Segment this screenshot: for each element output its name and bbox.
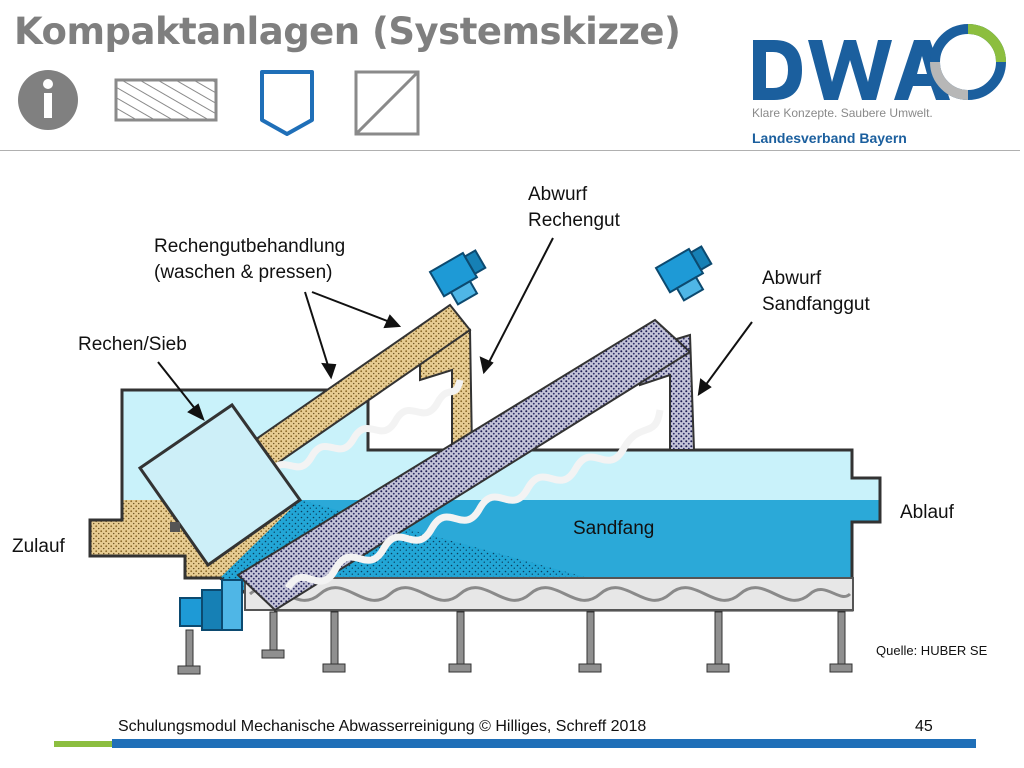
logo-tagline: Klare Konzepte. Saubere Umwelt. (752, 106, 933, 120)
support-legs (177, 611, 853, 675)
label-zulauf: Zulauf (12, 536, 65, 557)
footer-text: Schulungsmodul Mechanische Abwasserreini… (118, 718, 647, 735)
diagonal-square-icon (354, 70, 420, 136)
hatched-rectangle-icon (114, 78, 218, 122)
shield-icon (260, 70, 314, 136)
page-number: 45 (915, 718, 933, 735)
header-divider (0, 150, 1020, 151)
label-abwurf-sandfanggut: Abwurf Sandfanggut (762, 268, 870, 315)
footer-bar-blue (112, 739, 976, 748)
label-ablauf: Ablauf (900, 502, 954, 523)
dwa-logo (753, 24, 1006, 100)
label-rechengutbehandlung: Rechengutbehandlung (waschen & pressen) (154, 236, 346, 283)
label-abwurf-rechengut: Abwurf Rechengut (528, 184, 620, 231)
bottom-motor (179, 579, 243, 631)
label-rechen-sieb: Rechen/Sieb (78, 334, 187, 355)
footer-bar-green (54, 741, 112, 747)
grit-screw (236, 245, 713, 612)
pointer-arrows (157, 237, 753, 422)
screen-box (137, 402, 303, 568)
slide-title: Kompaktanlagen (Systemskizze) (14, 10, 681, 53)
info-icon (18, 70, 78, 130)
label-sandfang: Sandfang (573, 518, 655, 539)
source-credit: Quelle: HUBER SE (876, 643, 988, 658)
logo-region: Landesverband Bayern (752, 130, 907, 146)
